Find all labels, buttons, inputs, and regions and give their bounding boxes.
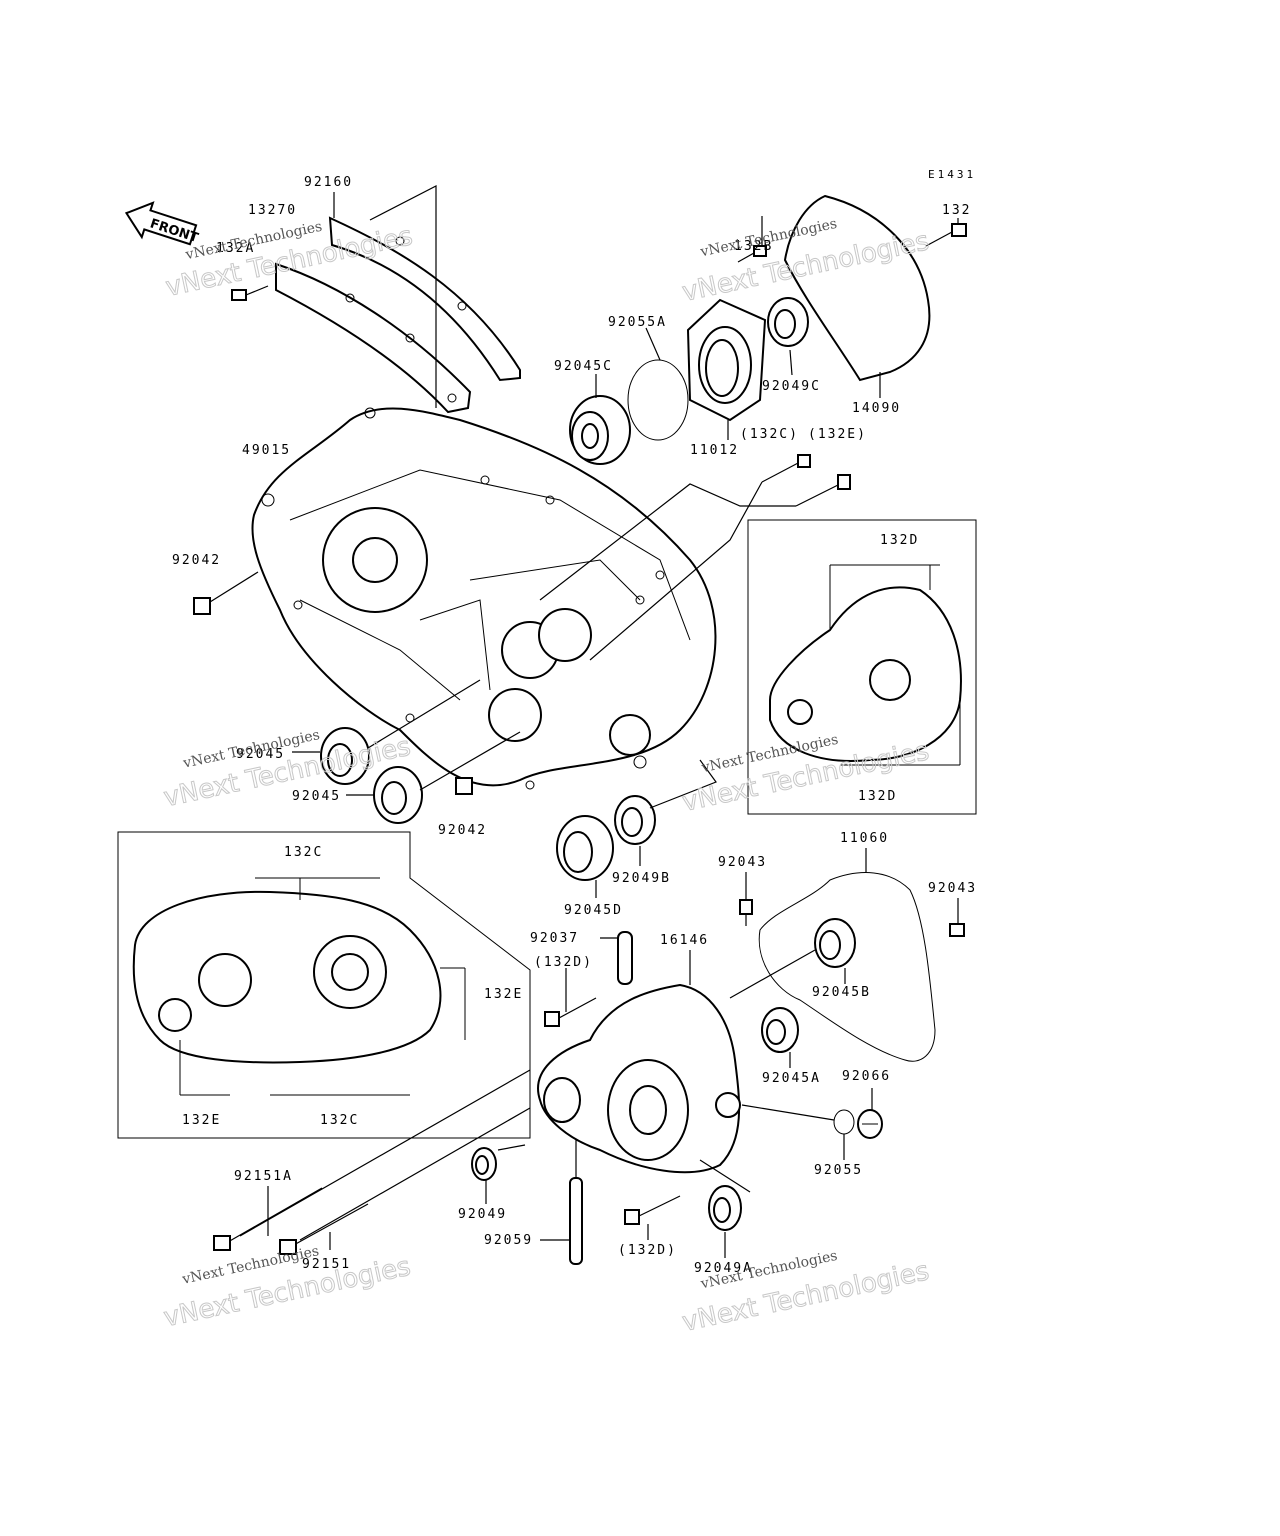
bearing-92045-b [373, 766, 423, 824]
seal-92049b [614, 795, 656, 845]
bolt-92151 [279, 1203, 369, 1255]
label-132e-inset-right: 132E [484, 987, 523, 1002]
label-92160: 92160 [304, 175, 353, 190]
label-92042-bottom: 92042 [438, 823, 487, 838]
label-92049b: 92049B [612, 871, 671, 886]
label-49015: 49015 [242, 443, 291, 458]
dowel-92043-right [949, 923, 965, 937]
label-11060: 11060 [840, 831, 889, 846]
inset-right-frame [747, 519, 977, 815]
seal-92049c [767, 297, 809, 347]
gasket-strip-92160 [275, 216, 521, 414]
label-132d-bottom: 132D [858, 789, 897, 804]
label-92151: 92151 [302, 1257, 351, 1272]
dowel-92043-left [739, 899, 753, 915]
label-14090: 14090 [852, 401, 901, 416]
label-92151a: 92151A [234, 1169, 293, 1184]
label-92045-a: 92045 [236, 747, 285, 762]
label-92045a: 92045A [762, 1071, 821, 1086]
leader-92160-b [369, 185, 437, 408]
label-92055: 92055 [814, 1163, 863, 1178]
label-92049a: 92049A [694, 1261, 753, 1276]
bolt-132a [231, 285, 269, 301]
label-132c-inset-bottom: 132C [320, 1113, 359, 1128]
cover-16146 [537, 983, 741, 1174]
inset-left-frame [117, 831, 531, 1139]
bearing-92045d [556, 815, 614, 881]
label-92059: 92059 [484, 1233, 533, 1248]
label-92043-left: 92043 [718, 855, 767, 870]
seal-92049 [471, 1147, 497, 1181]
crankcase-cover-49015 [251, 407, 717, 790]
label-132d-paren-a: (132D) [534, 955, 593, 970]
bolt-92151a [213, 1187, 323, 1251]
watermark-bottom-right: vNext Technologies vNext Technologies [679, 1248, 932, 1339]
label-16146: 16146 [660, 933, 709, 948]
label-132a: 132A [216, 241, 255, 256]
label-92037: 92037 [530, 931, 579, 946]
bolt-132 [925, 223, 967, 247]
label-92045-b: 92045 [292, 789, 341, 804]
label-132c-inset-top: 132C [284, 845, 323, 860]
label-132c-paren: (132C) [740, 427, 799, 442]
pin-92059 [569, 1177, 583, 1265]
label-132e-paren: (132E) [808, 427, 867, 442]
label-92045c: 92045C [554, 359, 613, 374]
plug-92066 [857, 1109, 883, 1139]
label-92043-right: 92043 [928, 881, 977, 896]
bolt-132b [737, 245, 767, 263]
label-13270: 13270 [248, 203, 297, 218]
seal-92049a [708, 1185, 742, 1231]
bolt-132d-upper [544, 997, 597, 1027]
bearing-92045b [814, 918, 856, 968]
bearing-92045-a [320, 727, 370, 785]
label-92042-top: 92042 [172, 553, 221, 568]
label-92066: 92066 [842, 1069, 891, 1084]
label-132d-paren-b: (132D) [618, 1243, 677, 1258]
gasket-11060 [758, 872, 936, 1062]
label-132d-top: 132D [880, 533, 919, 548]
bolt-132d-lower [624, 1195, 681, 1225]
bearing-92045c [569, 395, 631, 465]
label-92049c: 92049C [762, 379, 821, 394]
dowel-92042-top [193, 597, 211, 615]
housing-11012 [686, 298, 767, 422]
label-11012: 11012 [690, 443, 739, 458]
gasket-14090 [783, 194, 931, 382]
bolt-132e-long [795, 474, 851, 507]
bearing-92045a [761, 1007, 799, 1053]
bolt-132c-long [761, 454, 811, 483]
label-92045d: 92045D [564, 903, 623, 918]
oring-92055 [833, 1109, 855, 1135]
oring-92055a [627, 359, 689, 441]
label-132b: 132B [734, 239, 773, 254]
label-92045b: 92045B [812, 985, 871, 1000]
label-92055a: 92055A [608, 315, 667, 330]
clip-92037 [617, 931, 633, 985]
label-92049: 92049 [458, 1207, 507, 1222]
diagram-code: E1431 [928, 168, 976, 181]
dowel-92042-bottom [455, 777, 473, 795]
label-132-top: 132 [942, 203, 971, 218]
label-132e-inset-bottom: 132E [182, 1113, 221, 1128]
